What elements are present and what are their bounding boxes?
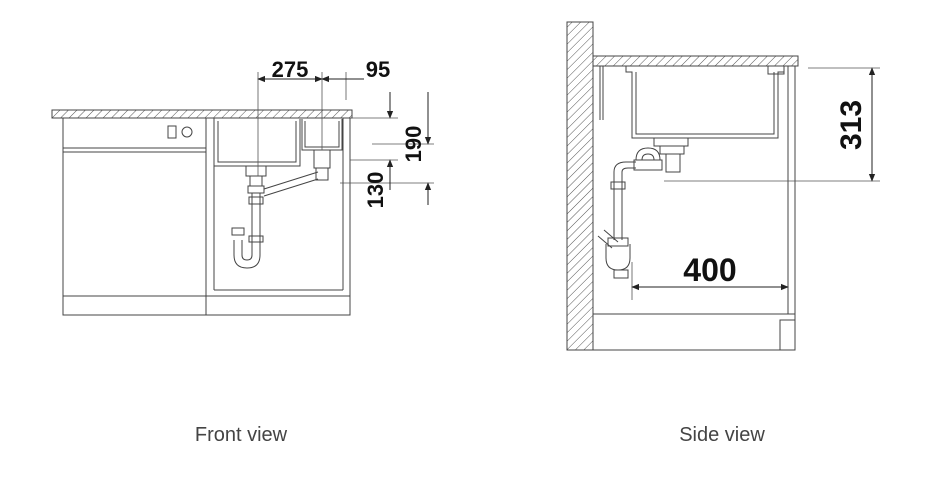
front-extension-lines (257, 72, 434, 184)
front-countertop (51, 109, 353, 119)
front-waste-trap (231, 150, 331, 269)
side-view-caption: Side view (679, 424, 765, 446)
dishwasher-control-icon (167, 125, 177, 139)
front-view-caption: Front view (194, 424, 288, 446)
side-waste-trap (597, 138, 689, 279)
front-dishwasher (62, 117, 207, 316)
front-dimension-lines (257, 75, 432, 205)
side-countertop (592, 55, 799, 67)
side-sink-bowl (625, 65, 785, 139)
front-view: 275 95 190 130 (51, 57, 434, 316)
dishwasher-knob-icon (181, 126, 193, 138)
dim-190-label: 190 (401, 126, 426, 163)
front-sink-bowls (210, 117, 346, 167)
front-sink-cabinet (205, 117, 351, 316)
dim-95-label: 95 (366, 57, 390, 82)
dim-313-label: 313 (835, 100, 868, 150)
side-wall (566, 21, 594, 351)
side-dimension-lines (631, 67, 876, 291)
dim-275-label: 275 (272, 57, 309, 82)
side-extension-lines (631, 67, 880, 300)
side-cabinet (592, 66, 796, 351)
side-view: 313 400 (566, 21, 880, 351)
dim-400-label: 400 (683, 252, 736, 288)
dim-130-label: 130 (363, 172, 388, 209)
